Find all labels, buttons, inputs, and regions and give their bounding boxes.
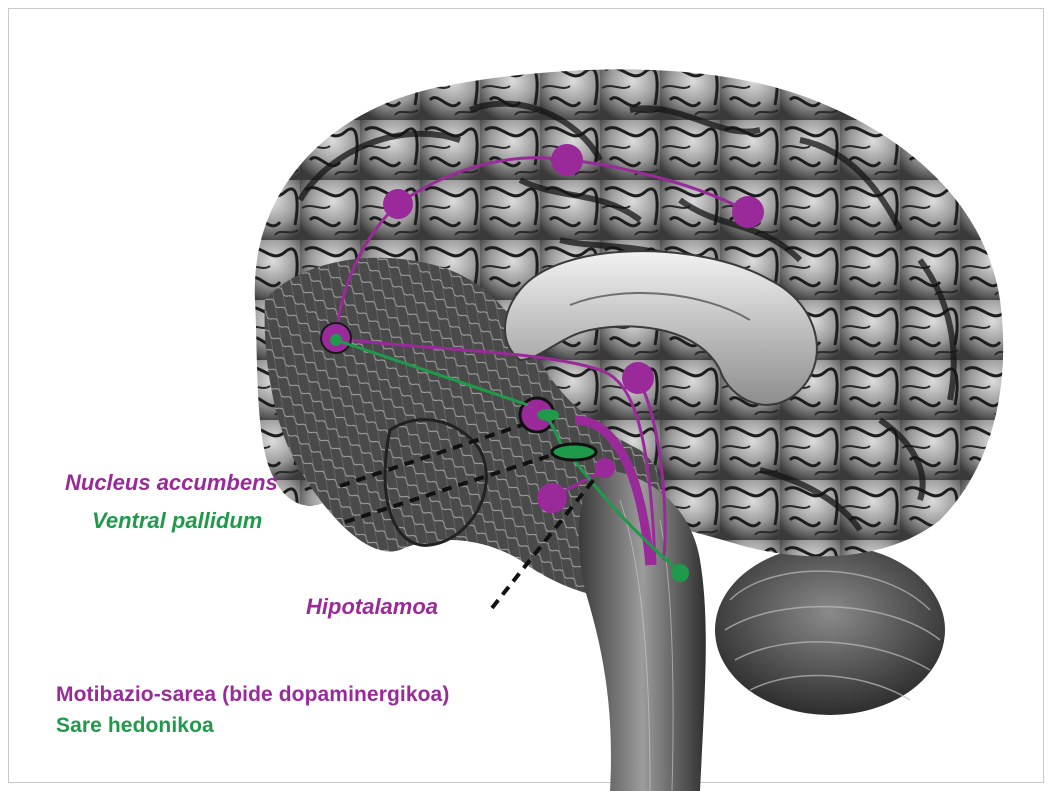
motivation-node-prefrontal (383, 189, 413, 219)
legend-hedonic-network: Sare hedonikoa (56, 714, 214, 738)
label-ventral-pallidum: Ventral pallidum (92, 508, 262, 534)
motivation-node-superior (551, 144, 583, 176)
label-hipotalamoa: Hipotalamoa (306, 594, 438, 620)
hedonic-node-accumbens (537, 409, 559, 421)
cerebellum (715, 545, 945, 715)
hedonic-node-ventral-pallidum (552, 444, 596, 460)
label-nucleus-accumbens: Nucleus accumbens (65, 470, 278, 496)
motivation-node-parietal (732, 196, 764, 228)
motivation-node-amygdala (537, 483, 567, 513)
legend-motivation-network: Motibazio-sarea (bide dopaminergikoa) (56, 683, 449, 707)
motivation-node-striatum (622, 362, 654, 394)
hedonic-node-brainstem (671, 564, 689, 582)
hedonic-node-frontal (330, 334, 342, 346)
motivation-node-hypothalamus (595, 458, 615, 478)
